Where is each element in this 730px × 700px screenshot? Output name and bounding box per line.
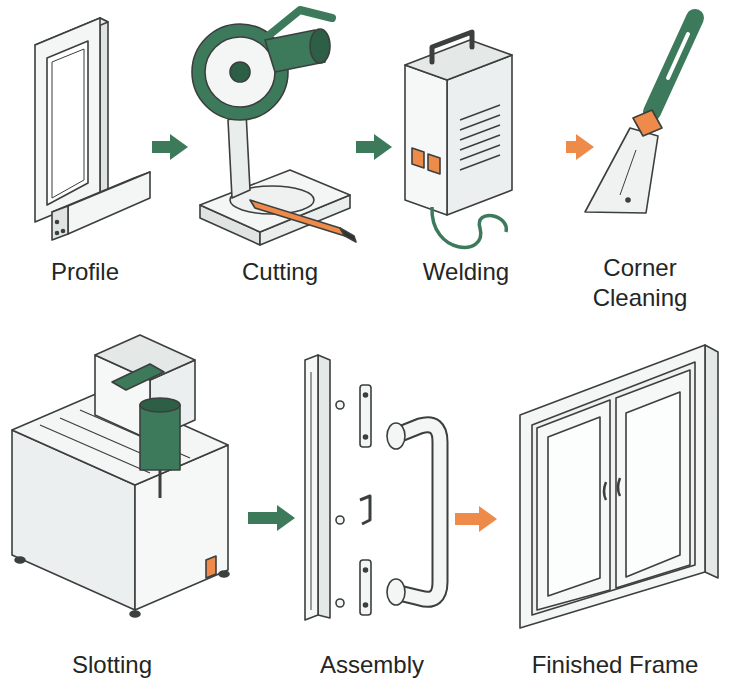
step-label: Cutting	[210, 257, 350, 287]
process-step: Corner Cleaning	[594, 15, 712, 315]
process-step: Slotting	[5, 330, 248, 695]
cnc-router-illustration	[12, 335, 229, 617]
cleaning-knife-illustration	[585, 18, 695, 213]
process-step: Welding	[392, 15, 566, 315]
step-label: Welding	[401, 257, 531, 287]
step-label: Assembly	[302, 650, 442, 680]
label-holder: Assembly	[302, 650, 442, 680]
label-holder: Cutting	[210, 257, 350, 287]
miter-saw-illustration	[192, 10, 356, 245]
label-holder: Finished Frame	[515, 650, 715, 680]
process-step: Cutting	[188, 15, 356, 315]
window-illustration	[520, 345, 718, 628]
hardware-illustration	[305, 355, 440, 620]
flow-arrow	[566, 141, 576, 153]
step-label: Profile	[25, 257, 145, 287]
step-label: Slotting	[42, 650, 182, 680]
flow-arrow	[152, 141, 170, 153]
label-holder: Slotting	[42, 650, 182, 680]
label-holder: Corner Cleaning	[585, 253, 695, 313]
flow-arrow	[248, 512, 277, 524]
profile-illustration	[35, 18, 150, 240]
process-step: Finished Frame	[497, 330, 725, 695]
welder-illustration	[405, 32, 512, 247]
step-label: Corner Cleaning	[585, 253, 695, 313]
step-label: Finished Frame	[515, 650, 715, 680]
label-holder: Profile	[25, 257, 145, 287]
flow-arrow	[356, 141, 374, 153]
label-holder: Welding	[401, 257, 531, 287]
process-step: Profile	[28, 15, 152, 315]
flow-arrow	[455, 513, 479, 525]
process-step: Assembly	[295, 330, 455, 695]
